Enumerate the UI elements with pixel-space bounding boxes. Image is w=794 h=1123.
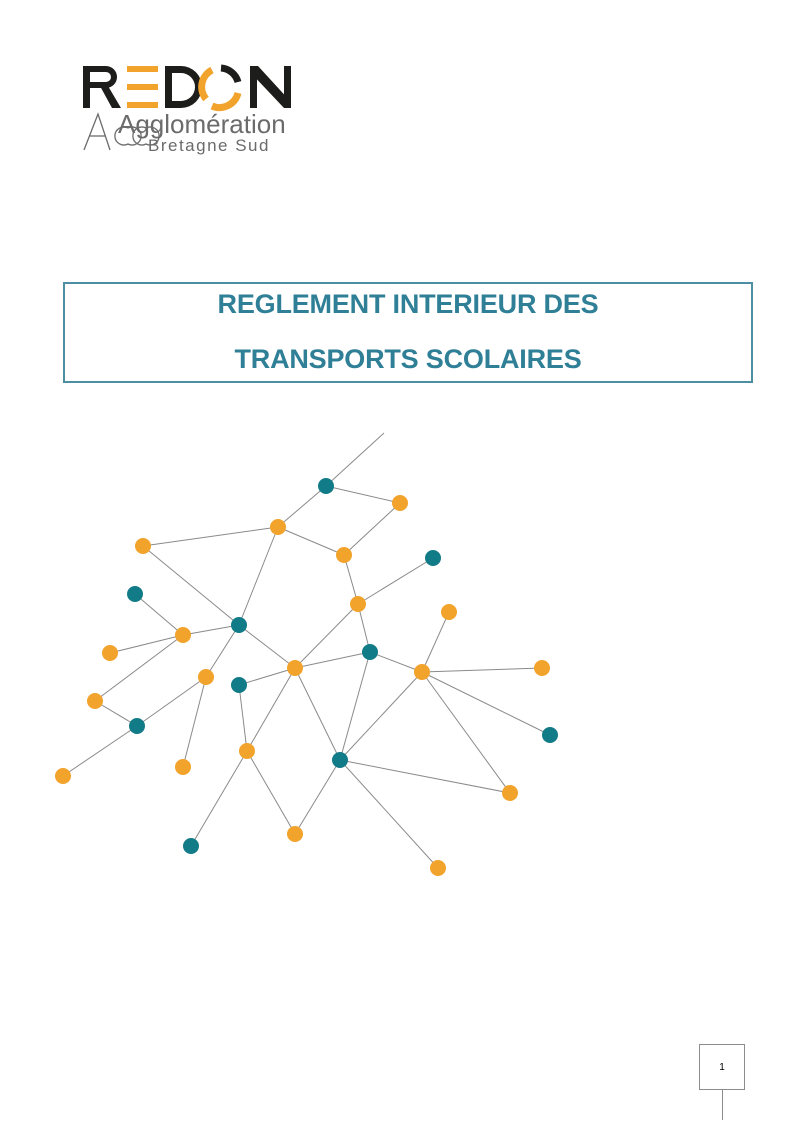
network-node-teal — [231, 617, 247, 633]
network-node-teal — [425, 550, 441, 566]
logo-bretagne-sud-text: Bretagne Sud — [148, 136, 270, 155]
network-node-orange — [270, 519, 286, 535]
network-node-orange — [392, 495, 408, 511]
network-node-orange — [502, 785, 518, 801]
network-node-teal — [362, 644, 378, 660]
network-nodes — [55, 478, 558, 876]
network-node-orange — [175, 759, 191, 775]
network-node-orange — [350, 596, 366, 612]
network-node-orange — [441, 604, 457, 620]
network-edges — [62, 432, 551, 869]
network-node-orange — [430, 860, 446, 876]
network-node-orange — [102, 645, 118, 661]
network-illustration — [55, 432, 558, 876]
network-node-teal — [231, 677, 247, 693]
redon-agglomeration-logo: Agglomération Bretagne Sud — [83, 64, 291, 155]
network-node-teal — [332, 752, 348, 768]
network-node-orange — [287, 826, 303, 842]
network-node-orange — [239, 743, 255, 759]
page-number: 1 — [719, 1062, 725, 1073]
network-node-orange — [55, 768, 71, 784]
network-node-teal — [318, 478, 334, 494]
network-node-teal — [127, 586, 143, 602]
network-node-teal — [183, 838, 199, 854]
document-title-line-2: TRANSPORTS SCOLAIRES — [234, 344, 582, 374]
network-node-orange — [87, 693, 103, 709]
network-node-orange — [534, 660, 550, 676]
network-node-teal — [129, 718, 145, 734]
page-number-box: 1 — [699, 1044, 745, 1090]
network-node-orange — [414, 664, 430, 680]
network-node-orange — [175, 627, 191, 643]
network-node-orange — [198, 669, 214, 685]
network-node-orange — [287, 660, 303, 676]
network-node-orange — [135, 538, 151, 554]
page-number-stem — [722, 1090, 723, 1120]
document-title-line-1: REGLEMENT INTERIEUR DES — [217, 289, 599, 319]
network-node-orange — [336, 547, 352, 563]
document-title-box: REGLEMENT INTERIEUR DES TRANSPORTS SCOLA… — [63, 282, 753, 383]
logo-agglomeration-text: Agglomération — [118, 109, 286, 139]
network-node-teal — [542, 727, 558, 743]
